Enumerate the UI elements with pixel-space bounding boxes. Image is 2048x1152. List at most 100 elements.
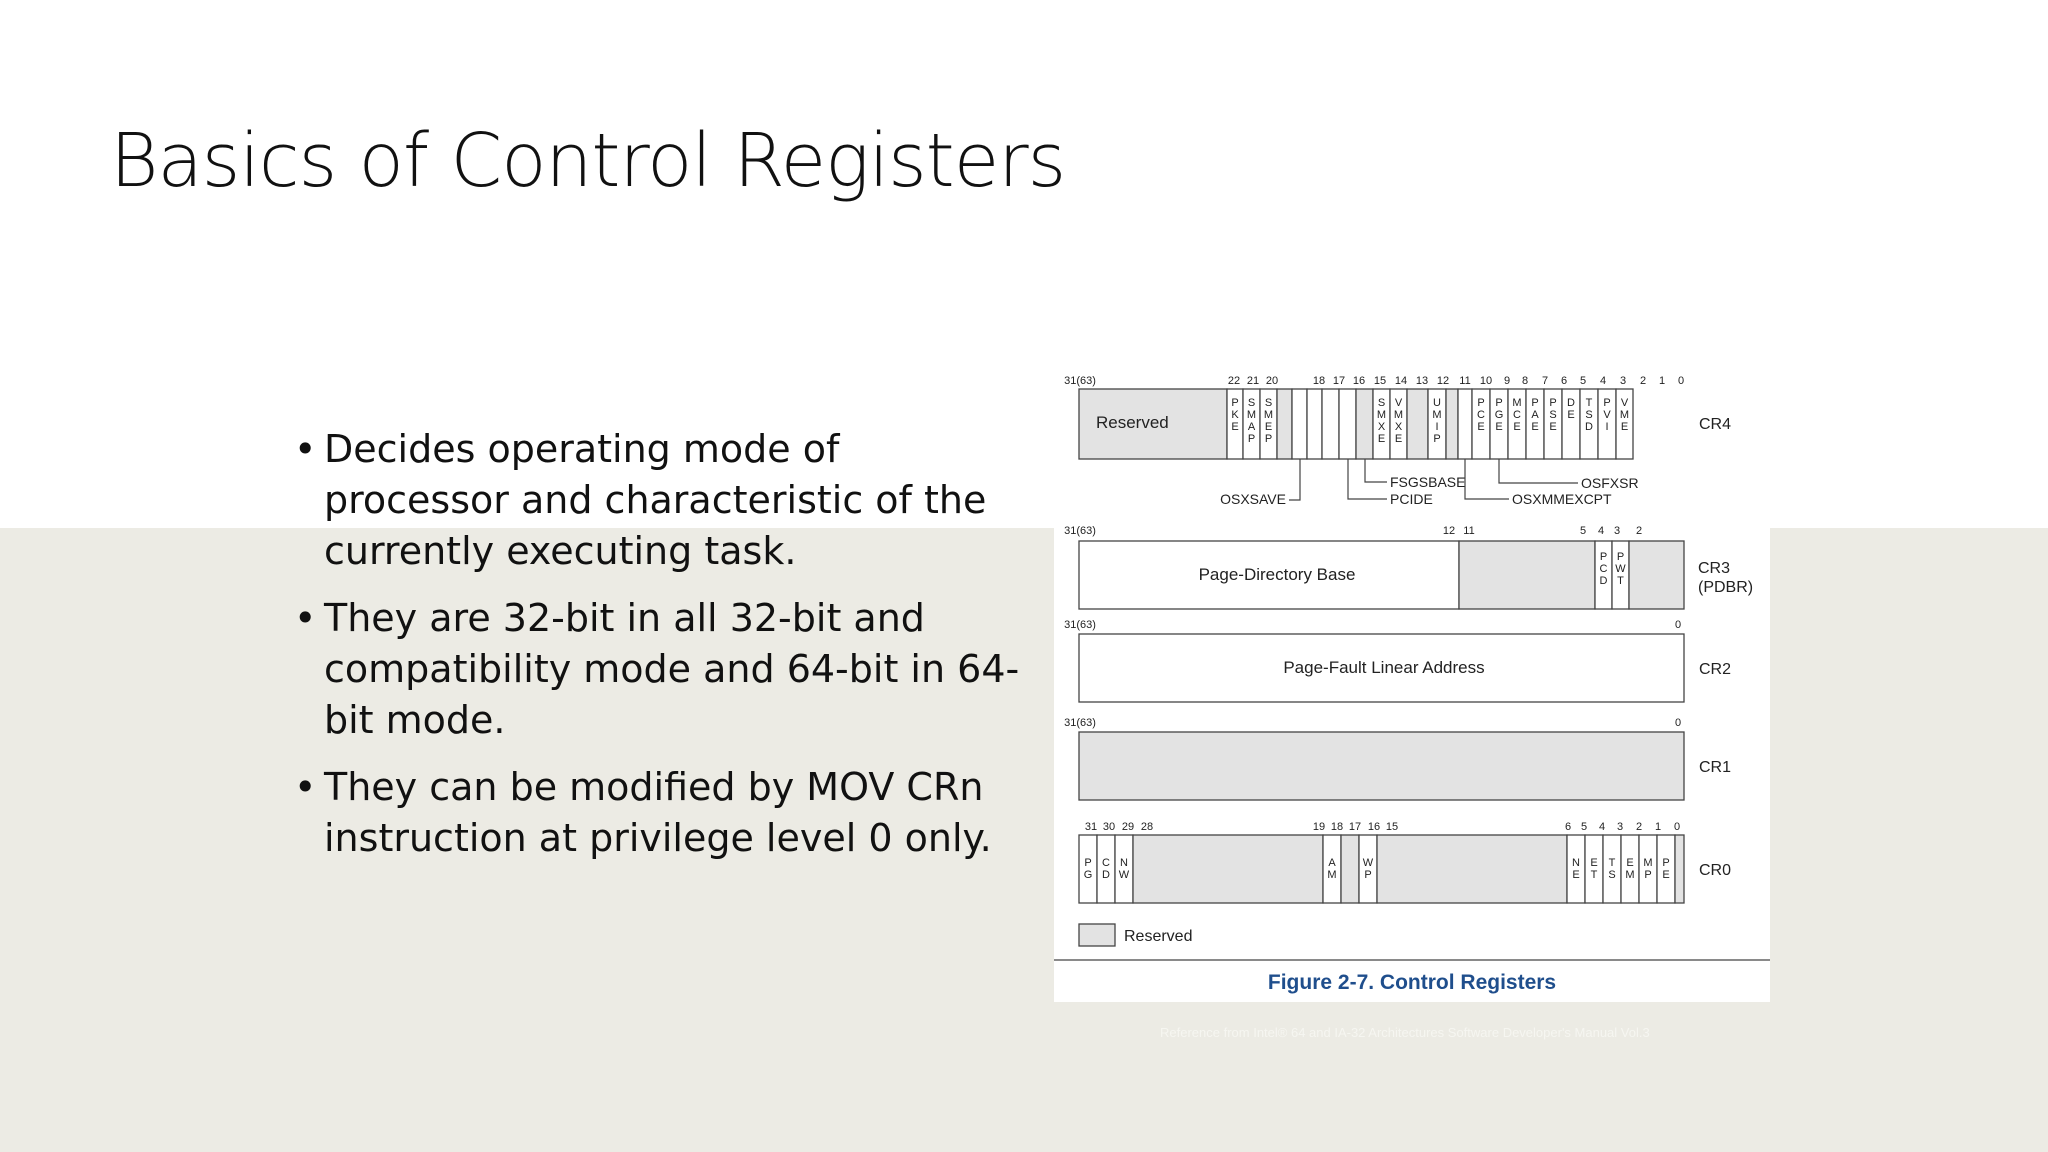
cr0-register-name: CR0: [1699, 862, 1731, 879]
cr1-register-name: CR1: [1699, 759, 1731, 776]
bit-number: 1: [1655, 821, 1661, 833]
cr4-field: [1355, 388, 1374, 460]
callout-line: [1364, 459, 1387, 483]
cr4-field-label: U: [1433, 397, 1441, 409]
cr0-field-label: T: [1609, 857, 1616, 869]
cr4-field-label: E: [1531, 421, 1538, 433]
cr0-field-label: E: [1590, 857, 1597, 869]
cr4-field-label: E: [1477, 421, 1484, 433]
cr4-field-label: V: [1621, 397, 1629, 409]
cr2-field-label: Page-Fault Linear Address: [1283, 658, 1484, 677]
legend-swatch: [1078, 923, 1116, 947]
cr4-field-label: S: [1265, 397, 1272, 409]
cr4-field-label: M: [1247, 409, 1256, 421]
bit-number: 12: [1437, 375, 1449, 387]
bit-number: 17: [1349, 821, 1361, 833]
bit-number: 5: [1581, 821, 1587, 833]
bit-number: 11: [1459, 375, 1470, 387]
cr4-field-label: V: [1603, 409, 1611, 421]
bit-number: 16: [1368, 821, 1380, 833]
cr4-field-label: E: [1495, 421, 1502, 433]
cr0-field: [1376, 834, 1568, 904]
bullet-dot: •: [294, 765, 317, 809]
cr3-field-label: T: [1617, 575, 1624, 587]
bit-number: 18: [1313, 375, 1325, 387]
cr4-field-label: E: [1395, 433, 1402, 445]
cr4-field: [1615, 388, 1634, 460]
bit-number: 8: [1522, 375, 1528, 387]
cr4-field-label: V: [1395, 397, 1403, 409]
bit-number: 12: [1443, 525, 1455, 537]
cr4-field-label: P: [1477, 397, 1484, 409]
bit-number: 6: [1561, 375, 1567, 387]
bit-number: 6: [1565, 821, 1571, 833]
cr0-field-label: T: [1591, 869, 1598, 881]
bit-number: 13: [1416, 375, 1428, 387]
figure-caption: Figure 2-7. Control Registers: [1268, 971, 1556, 994]
callout-line: [1289, 459, 1301, 501]
cr4-field-label: M: [1432, 409, 1441, 421]
cr3-field-label: W: [1615, 563, 1626, 575]
legend-label: Reserved: [1124, 928, 1192, 945]
cr3-field-label: P: [1617, 551, 1624, 563]
bit-number: 28: [1141, 821, 1153, 833]
cr4-field: [1321, 388, 1340, 460]
bit-number: 7: [1542, 375, 1548, 387]
cr4-field-label: P: [1433, 433, 1440, 445]
cr4-field-label: P: [1531, 397, 1538, 409]
cr0-field-label: N: [1120, 857, 1128, 869]
cr4-field-label: P: [1495, 397, 1502, 409]
bit-number: 0: [1678, 375, 1684, 387]
bit-number: 9: [1504, 375, 1510, 387]
bullet-text: They can be modified by MOV CRn instruct…: [324, 765, 992, 860]
bit-number: 22: [1228, 375, 1240, 387]
slide-title: Basics of Control Registers: [110, 118, 1066, 204]
cr0-field-label: P: [1364, 869, 1371, 881]
bit-number: 17: [1333, 375, 1345, 387]
bullet-list: • Decides operating mode of processor an…: [290, 424, 1030, 880]
bit-number: 31(63): [1064, 717, 1096, 729]
cr0-field-label: A: [1328, 857, 1336, 869]
cr4-field-label: S: [1248, 397, 1255, 409]
cr4-field-label: T: [1586, 397, 1593, 409]
cr4-field-label: M: [1394, 409, 1403, 421]
callout-fsgsbase: FSGSBASE: [1390, 474, 1465, 490]
cr0-field: [1674, 834, 1685, 904]
cr4-field-label: C: [1477, 409, 1485, 421]
bullet-item: • Decides operating mode of processor an…: [290, 424, 1030, 577]
cr3-field-label: C: [1600, 563, 1608, 575]
bit-number: 1: [1659, 375, 1665, 387]
bit-number: 0: [1675, 619, 1681, 631]
bullet-item: • They can be modified by MOV CRn instru…: [290, 762, 1030, 864]
bullet-text: They are 32-bit in all 32-bit and compat…: [324, 596, 1020, 742]
bit-number: 29: [1122, 821, 1134, 833]
cr4-field-label: P: [1603, 397, 1610, 409]
callout-line: [1347, 459, 1387, 500]
cr4-field-label: S: [1549, 409, 1556, 421]
bit-number: 15: [1374, 375, 1386, 387]
bit-number: 0: [1674, 821, 1680, 833]
cr4-field-label: A: [1248, 421, 1256, 433]
cr4-field-label: K: [1231, 409, 1239, 421]
cr3-field-label: P: [1600, 551, 1607, 563]
cr4-field: [1457, 388, 1473, 460]
bit-number: 0: [1675, 717, 1681, 729]
cr4-field: [1406, 388, 1429, 460]
cr0-field-label: M: [1643, 857, 1652, 869]
cr4-field: [1291, 388, 1308, 460]
cr4-field-label: X: [1378, 421, 1386, 433]
bit-number: 2: [1636, 525, 1642, 537]
bit-number: 19: [1313, 821, 1325, 833]
cr3-field-label: Page-Directory Base: [1199, 565, 1356, 584]
reference-note: Reference from Intel® 64 and IA-32 Archi…: [1160, 1025, 1650, 1040]
callout-osxsave: OSXSAVE: [1220, 491, 1286, 507]
bit-number: 31(63): [1064, 525, 1096, 537]
cr3-field: [1628, 540, 1685, 610]
cr3-field: [1458, 540, 1596, 610]
bit-number: 3: [1617, 821, 1623, 833]
bullet-item: • They are 32-bit in all 32-bit and comp…: [290, 593, 1030, 746]
callout-osfxsr: OSFXSR: [1581, 475, 1639, 491]
cr0-field: [1132, 834, 1324, 904]
bullet-dot: •: [294, 596, 317, 640]
